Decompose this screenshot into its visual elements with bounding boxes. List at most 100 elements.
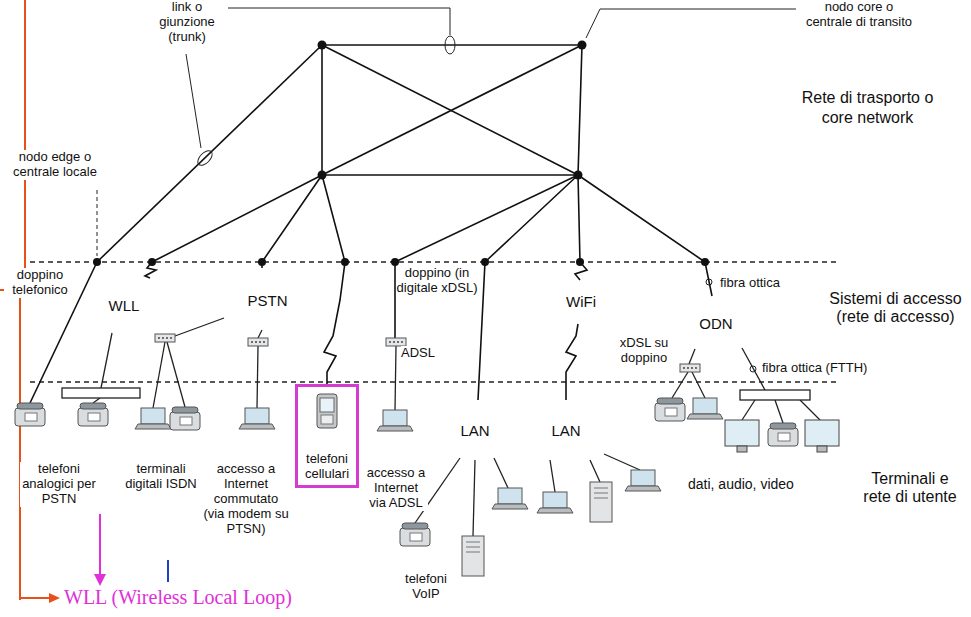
access-wires — [93, 318, 820, 536]
wire — [692, 372, 705, 398]
annotation-arrowhead — [94, 574, 106, 586]
node-label: WiFi — [566, 293, 596, 311]
wire — [101, 333, 112, 388]
cloud-shape — [435, 407, 515, 456]
tower-slot — [594, 488, 608, 489]
modem-led — [263, 341, 265, 343]
network-link — [145, 175, 322, 278]
leader-lines — [97, 8, 796, 372]
edge-node-dot — [93, 258, 101, 266]
annotation-label: terminali digitali ISDN — [124, 462, 198, 492]
laptop-icon — [239, 408, 275, 429]
wire — [395, 346, 396, 410]
phone-handset — [80, 403, 106, 409]
phone-body — [170, 412, 200, 430]
monitor-screen — [725, 420, 759, 446]
cloud-outline — [130, 0, 770, 208]
modem-icon — [155, 334, 175, 342]
telephone-icon — [768, 423, 798, 446]
modem-led — [393, 341, 395, 343]
wire — [689, 349, 695, 364]
core-node-dot — [318, 41, 327, 50]
modem-led — [255, 341, 257, 343]
laptop-icon — [135, 408, 171, 429]
wire — [473, 460, 475, 536]
modem-icon — [248, 338, 268, 346]
tower-slot — [594, 493, 608, 494]
core-mesh — [30, 45, 582, 403]
lan-cloud: LAN — [522, 400, 610, 462]
monitor-icon — [805, 420, 839, 452]
laptop-screen — [693, 398, 717, 414]
phone-body — [655, 403, 685, 421]
cloud-shape — [81, 284, 167, 328]
modem-led — [687, 367, 689, 369]
node-label: PSTN — [247, 292, 287, 310]
wire — [800, 400, 820, 420]
network-link — [575, 175, 587, 280]
wire — [257, 346, 258, 408]
tower-slot — [594, 498, 608, 499]
highlight-box: telefoni cellulari — [295, 384, 359, 488]
wire — [93, 398, 100, 403]
annotation-label: dati, audio, video — [688, 476, 794, 492]
laptop-screen — [543, 492, 567, 508]
phone-body — [400, 528, 430, 546]
node-label: LAN — [551, 422, 580, 440]
telephone-icon — [170, 407, 200, 430]
monitor-screen — [805, 420, 839, 446]
laptop-base — [625, 486, 661, 491]
laptop-base — [492, 504, 528, 509]
access-cloud: ODN — [668, 296, 764, 352]
network-heading: Rete di trasporto o core network — [790, 88, 945, 128]
modem-body — [680, 364, 700, 372]
modem-led — [401, 341, 403, 343]
wire — [775, 400, 783, 423]
node-label: LAN — [460, 422, 489, 440]
wire — [742, 400, 755, 420]
laptop-base — [135, 424, 171, 429]
laptop-icon — [687, 398, 723, 419]
lan-cloud: LAN — [432, 400, 518, 462]
laptop-base — [537, 508, 573, 513]
phone-handset — [402, 523, 428, 529]
network-link — [578, 175, 712, 296]
telephone-icon — [15, 403, 45, 426]
laptop-base — [687, 414, 723, 419]
node-label: WLL — [109, 297, 140, 315]
phone-handset — [657, 398, 683, 404]
wire — [494, 458, 508, 488]
computer-tower-icon — [462, 536, 484, 576]
annotation-label: Terminali e rete di utente — [860, 470, 960, 507]
node-label: ODN — [699, 315, 732, 333]
wire — [550, 460, 555, 492]
modem-led — [170, 337, 172, 339]
trunk-line — [322, 44, 582, 46]
tower-slot — [466, 547, 480, 548]
phone-body — [15, 408, 45, 426]
phone-keypad — [25, 413, 37, 421]
phone-keypad — [88, 413, 100, 421]
laptop-screen — [245, 408, 269, 424]
optical-splitter — [740, 390, 810, 400]
wire — [604, 454, 640, 470]
laptop-icon — [377, 410, 413, 431]
phone-body — [768, 428, 798, 446]
monitor-stand — [817, 446, 827, 452]
wire — [258, 330, 262, 338]
tower-slot — [466, 552, 480, 553]
wire — [167, 342, 185, 407]
tower-slot — [466, 542, 480, 543]
wire — [590, 460, 600, 482]
annotation-label: doppino telefonico — [4, 268, 76, 298]
annotation-frame — [0, 0, 25, 290]
laptop-icon — [492, 488, 528, 509]
modem-led — [166, 337, 168, 339]
laptop-base — [377, 426, 413, 431]
modem-led — [695, 367, 697, 369]
leader-line — [186, 54, 201, 148]
modem-led — [389, 341, 391, 343]
core-network-cloud: Rete di trasporto o core network — [130, 0, 770, 175]
annotation-label: Sistemi di accesso (rete di accesso) — [828, 290, 963, 327]
wire — [153, 342, 165, 408]
